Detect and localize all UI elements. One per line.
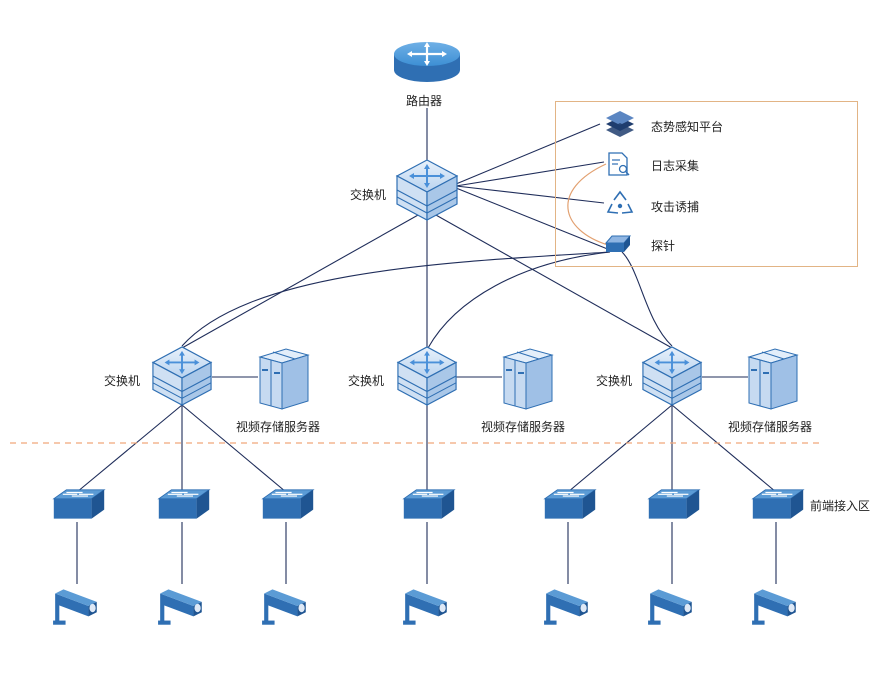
security-legend-icons [604,111,634,252]
connection-lines [76,108,777,584]
edge-switch-icon-1 [53,489,105,520]
access-switch-icon-2 [396,345,458,407]
access-switch-label-3: 交换机 [596,374,633,388]
video-server-icon-2 [503,348,553,410]
link-core-probe [455,187,611,251]
video-server-label-2: 视频存储服务器 [481,420,566,434]
link-core-log [455,161,605,187]
link-core-access-3 [426,209,673,349]
camera-icon-7 [752,589,796,625]
recycle-trap-icon [606,190,634,214]
situational-awareness-label: 态势感知平台 [651,120,724,134]
edge-switch-icon-6 [648,489,700,520]
front-zone-label: 前端接入区 [810,499,871,513]
log-document-icon [608,152,630,176]
probe-label: 探针 [651,239,676,253]
edge-switch-icon-2 [158,489,210,520]
video-server-icon-1 [259,348,309,410]
layers-icon [606,111,634,137]
probe-device-icon [604,235,632,252]
edge-switch-icon-5 [544,489,596,520]
security-legend-box [555,101,858,267]
link-core-platform [455,123,601,185]
camera-icon-2 [158,589,202,625]
video-server-icon-3 [748,348,798,410]
edge-switch-icon-4 [403,489,455,520]
camera-icon-4 [403,589,447,625]
camera-icon-5 [544,589,588,625]
access-switch-label-2: 交换机 [348,374,385,388]
link-access-edge-1 [76,404,183,493]
core-switch-icon [395,158,459,222]
attack-trap-label: 攻击诱捕 [651,200,700,214]
camera-icon-3 [262,589,306,625]
router-label: 路由器 [406,94,443,108]
link-access-edge-3 [181,404,287,493]
access-switch-icon-3 [641,345,703,407]
access-switch-icon-1 [151,345,213,407]
router-icon [392,40,462,84]
link-probe-access-2 [427,251,611,349]
core-switch-label: 交换机 [350,188,387,202]
log-collection-label: 日志采集 [651,159,700,173]
camera-icon-1 [53,589,97,625]
link-core-trap [455,185,605,204]
video-server-label-3: 视频存储服务器 [728,420,813,434]
link-access-edge-5 [567,404,673,493]
link-probe-access-3 [621,251,673,347]
link-core-access-1 [181,209,428,349]
link-probe-access-1 [181,251,611,347]
edge-switch-icon-7 [752,489,804,520]
camera-icon-6 [648,589,692,625]
access-switch-label-1: 交换机 [104,374,141,388]
legend-arc [567,163,609,246]
video-server-label-1: 视频存储服务器 [236,420,321,434]
edge-switch-icon-3 [262,489,314,520]
link-access-edge-7 [671,404,777,493]
